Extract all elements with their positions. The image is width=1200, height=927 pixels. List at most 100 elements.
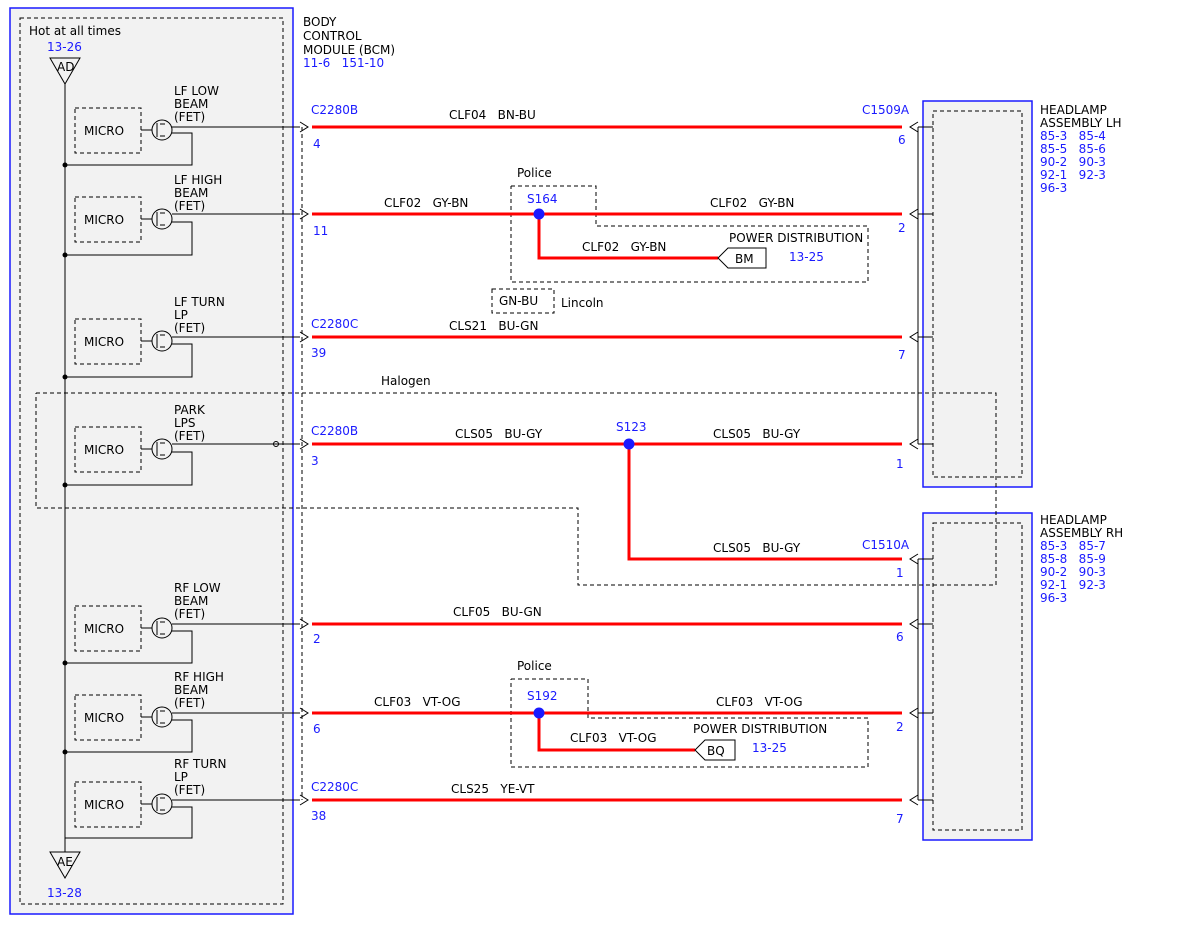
headlamp-rh-ref[interactable]: 92-1 92-3 — [1040, 578, 1106, 592]
output-label-line2: BEAM — [174, 594, 208, 608]
bottom-triangle-label: AE — [57, 855, 73, 869]
bottom-triangle-icon — [49, 851, 81, 880]
headlamp-lh-ref[interactable]: 96-3 — [1040, 181, 1067, 195]
micro-label: MICRO — [84, 798, 124, 812]
pin-number: 2 — [313, 632, 321, 646]
wire[interactable] — [627, 444, 902, 561]
pin-number: 6 — [898, 133, 906, 147]
output-label-line1: RF LOW — [174, 581, 221, 595]
circuit-1: C2280B 4 CLF04 BN-BU C1509A 6 — [299, 103, 933, 151]
output-label-line3: (FET) — [174, 783, 205, 797]
wire-label: CLS25 YE-VT — [451, 782, 535, 796]
headlamp-lh-ref[interactable]: 90-2 90-3 — [1040, 155, 1106, 169]
output-label-line1: LF HIGH — [174, 173, 222, 187]
pin-number: 1 — [896, 566, 904, 580]
pin-number: 39 — [311, 346, 326, 360]
pin-number: 2 — [898, 221, 906, 235]
headlamp-rh-inner — [932, 522, 1023, 831]
wire-label: CLS05 BU-GY — [713, 541, 801, 555]
pin-number: 3 — [311, 454, 319, 468]
wire-label: CLS21 BU-GN — [449, 319, 538, 333]
headlamp-rh-ref[interactable]: 85-8 85-9 — [1040, 552, 1106, 566]
wire-label: CLF02 GY-BN — [384, 196, 468, 210]
driver-park-lps: MICRO PARK LPS (FET) — [65, 403, 300, 486]
output-label-line1: LF TURN — [174, 295, 225, 309]
driver-rf-turn: MICRO RF TURN LP (FET) — [65, 757, 300, 839]
circuit-3: C2280C 39 CLS21 BU-GN 7 — [299, 317, 933, 362]
bottom-ref[interactable]: 13-28 — [47, 886, 82, 900]
lincoln-label: Lincoln — [561, 296, 604, 310]
fet-icon — [151, 706, 173, 728]
wire-label: CLF03 VT-OG — [374, 695, 461, 709]
splice-dot[interactable] — [533, 208, 545, 220]
splice-label[interactable]: S164 — [527, 192, 558, 206]
micro-label: MICRO — [84, 711, 124, 725]
circuit-4: S123 C2280B 3 CLS05 BU-GY CLS05 BU-GY CL… — [299, 420, 933, 580]
bcm-refs[interactable]: 11-6 151-10 — [303, 56, 384, 70]
headlamp-lh-title2: ASSEMBLY LH — [1040, 116, 1122, 130]
headlamp-lh-title1: HEADLAMP — [1040, 103, 1107, 117]
wire-label: CLF03 VT-OG — [716, 695, 803, 709]
headlamp-rh-ref[interactable]: 90-2 90-3 — [1040, 565, 1106, 579]
headlamp-lh-ref[interactable]: 85-3 85-4 — [1040, 129, 1106, 143]
splice-dot[interactable] — [623, 438, 635, 450]
connector-label[interactable]: C2280B — [311, 424, 358, 438]
connector-label[interactable]: C1509A — [862, 103, 910, 117]
wire-label: CLS05 BU-GY — [713, 427, 801, 441]
circuit-6: S192 6 CLF03 VT-OG CLF03 VT-OG CLF03 VT-… — [299, 689, 933, 761]
splice-dot[interactable] — [533, 707, 545, 719]
output-label-line2: LPS — [174, 416, 196, 430]
output-label-line3: (FET) — [174, 429, 205, 443]
pin-number: 6 — [896, 630, 904, 644]
police-region-2 — [510, 678, 869, 768]
circuit-7: C2280C 38 CLS25 YE-VT 7 — [299, 780, 933, 826]
power-ref[interactable]: 13-25 — [752, 741, 787, 755]
pin-number: 38 — [311, 809, 326, 823]
police-label-1: Police — [517, 166, 552, 180]
connector-label[interactable]: C2280B — [311, 103, 358, 117]
headlamp-lh-ref[interactable]: 85-5 85-6 — [1040, 142, 1106, 156]
connector-label[interactable]: C2280C — [311, 317, 358, 331]
wire[interactable] — [537, 214, 718, 260]
output-label-line3: (FET) — [174, 607, 205, 621]
pin-number: 11 — [313, 224, 328, 238]
power-title: POWER DISTRIBUTION — [729, 231, 863, 245]
headlamp-lh-ref[interactable]: 92-1 92-3 — [1040, 168, 1106, 182]
output-label-line3: (FET) — [174, 199, 205, 213]
headlamp-rh-ref[interactable]: 96-3 — [1040, 591, 1067, 605]
headlamp-rh-title2: ASSEMBLY RH — [1040, 526, 1123, 540]
halogen-label: Halogen — [381, 374, 431, 388]
bcm-title-line2: CONTROL — [303, 29, 362, 43]
power-title: POWER DISTRIBUTION — [693, 722, 827, 736]
hot-ref[interactable]: 13-26 — [47, 40, 82, 54]
bcm-inner-dashed — [19, 17, 284, 905]
headlamp-rh-ref[interactable]: 85-3 85-7 — [1040, 539, 1106, 553]
output-label-line3: (FET) — [174, 321, 205, 335]
output-label-line2: BEAM — [174, 683, 208, 697]
splice-label[interactable]: S192 — [527, 689, 558, 703]
headlamp-lh-box — [922, 100, 1033, 488]
output-label-line2: BEAM — [174, 97, 208, 111]
lincoln-box — [491, 288, 555, 314]
fet-icon — [151, 208, 173, 230]
output-label-line2: LP — [174, 308, 188, 322]
micro-label: MICRO — [84, 335, 124, 349]
power-tag: BM — [735, 252, 754, 266]
power-tag-icon — [717, 247, 767, 269]
police-region-1 — [510, 185, 869, 283]
connector-label[interactable]: C2280C — [311, 780, 358, 794]
power-ref[interactable]: 13-25 — [789, 250, 824, 264]
fet-icon — [151, 330, 173, 352]
headlamp-lh-inner — [932, 110, 1023, 478]
circuit-5: 2 CLF05 BU-GN 6 — [299, 605, 933, 646]
lincoln-color: GN-BU — [499, 294, 538, 308]
wire[interactable] — [537, 713, 695, 752]
output-label-line1: RF HIGH — [174, 670, 224, 684]
connector-label[interactable]: C1510A — [862, 538, 910, 552]
wire-label: CLF02 GY-BN — [710, 196, 794, 210]
pin-number: 4 — [313, 137, 321, 151]
power-tag-icon — [694, 739, 736, 761]
micro-label: MICRO — [84, 213, 124, 227]
splice-label[interactable]: S123 — [616, 420, 647, 434]
output-label-line2: LP — [174, 770, 188, 784]
